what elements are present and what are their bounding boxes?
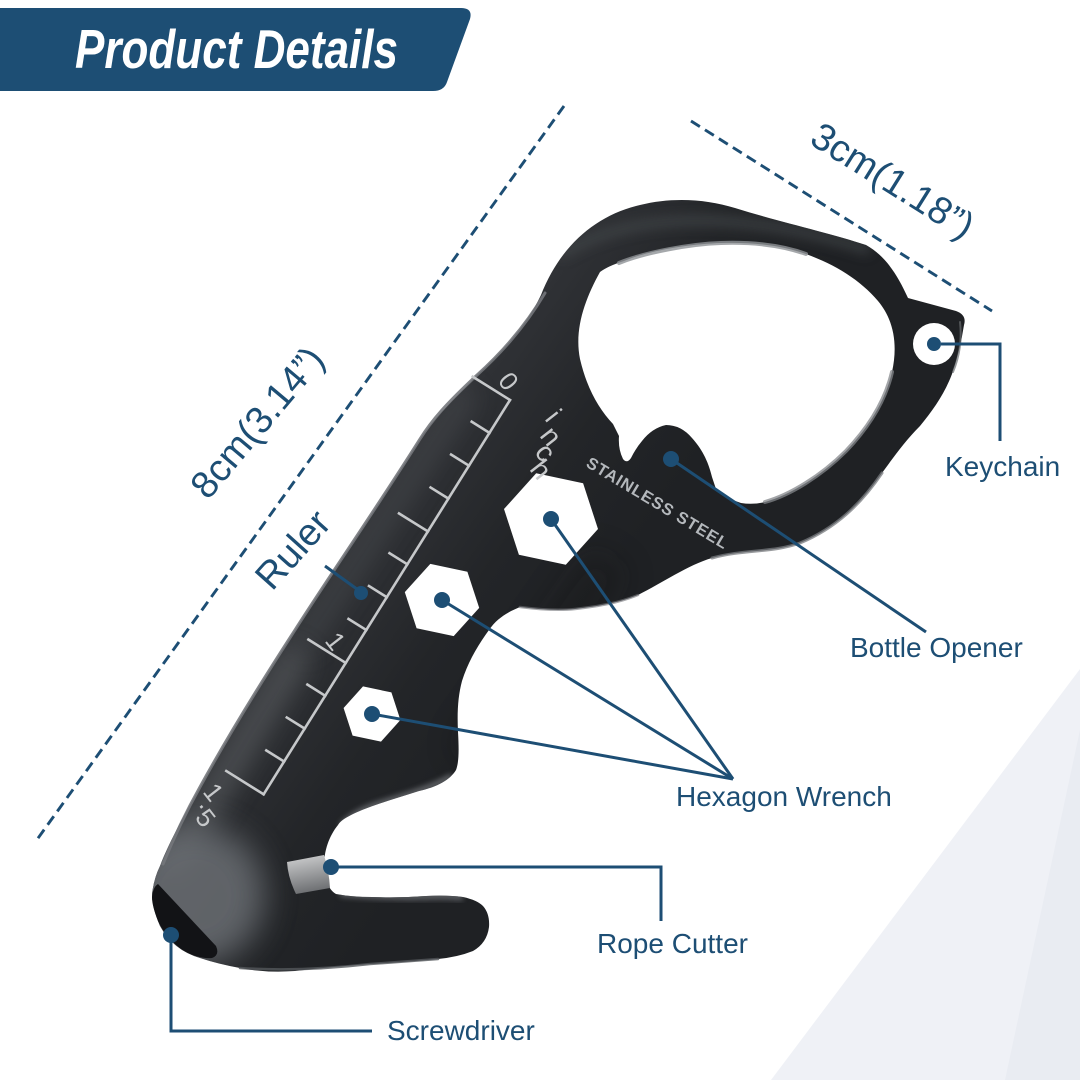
svg-text:Hexagon Wrench: Hexagon Wrench <box>676 781 892 812</box>
svg-text:Rope Cutter: Rope Cutter <box>597 928 748 959</box>
svg-text:Keychain: Keychain <box>945 451 1060 482</box>
svg-text:Bottle Opener: Bottle Opener <box>850 632 1023 663</box>
svg-text:Product Details: Product Details <box>75 18 398 80</box>
svg-text:Screwdriver: Screwdriver <box>387 1015 535 1046</box>
